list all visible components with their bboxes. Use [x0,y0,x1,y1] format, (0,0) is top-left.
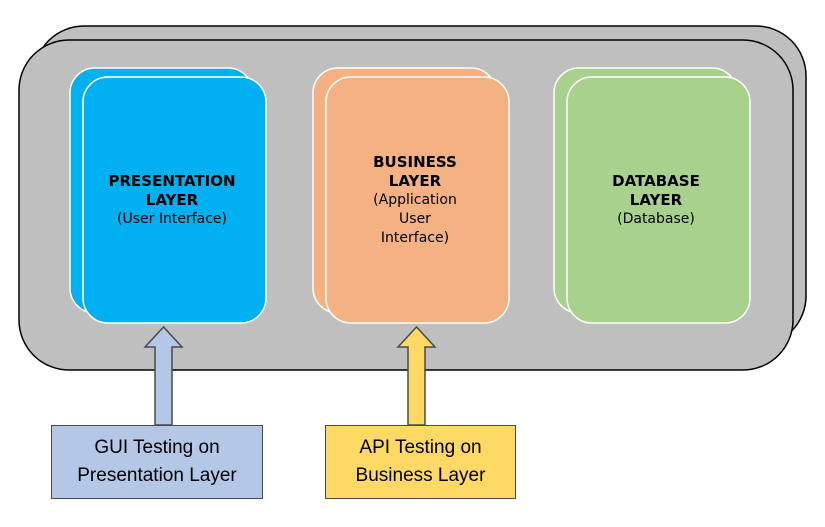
database-layer-subtitle: (Database) [617,211,695,227]
presentation-layer-subtitle: (User Interface) [117,211,227,227]
presentation-layer-title: PRESENTATION LAYER [108,172,236,209]
database-layer-label: DATABASE LAYER (Database) [567,172,745,229]
gui-testing-arrow [143,325,184,426]
business-layer-card-front [325,76,510,324]
business-layer-title: BUSINESS LAYER [373,153,457,190]
business-layer-subtitle: (Application User Interface) [373,192,457,246]
api-testing-arrow [396,325,437,426]
business-layer-label: BUSINESS LAYER (Application User Interfa… [326,153,504,248]
database-layer-title: DATABASE LAYER [612,172,700,209]
gui-testing-box: GUI Testing on Presentation Layer [51,425,263,499]
presentation-layer-card-front [82,76,267,324]
presentation-layer-label: PRESENTATION LAYER (User Interface) [83,172,261,229]
api-testing-box: API Testing on Business Layer [325,425,516,499]
database-layer-card-front [566,76,751,324]
